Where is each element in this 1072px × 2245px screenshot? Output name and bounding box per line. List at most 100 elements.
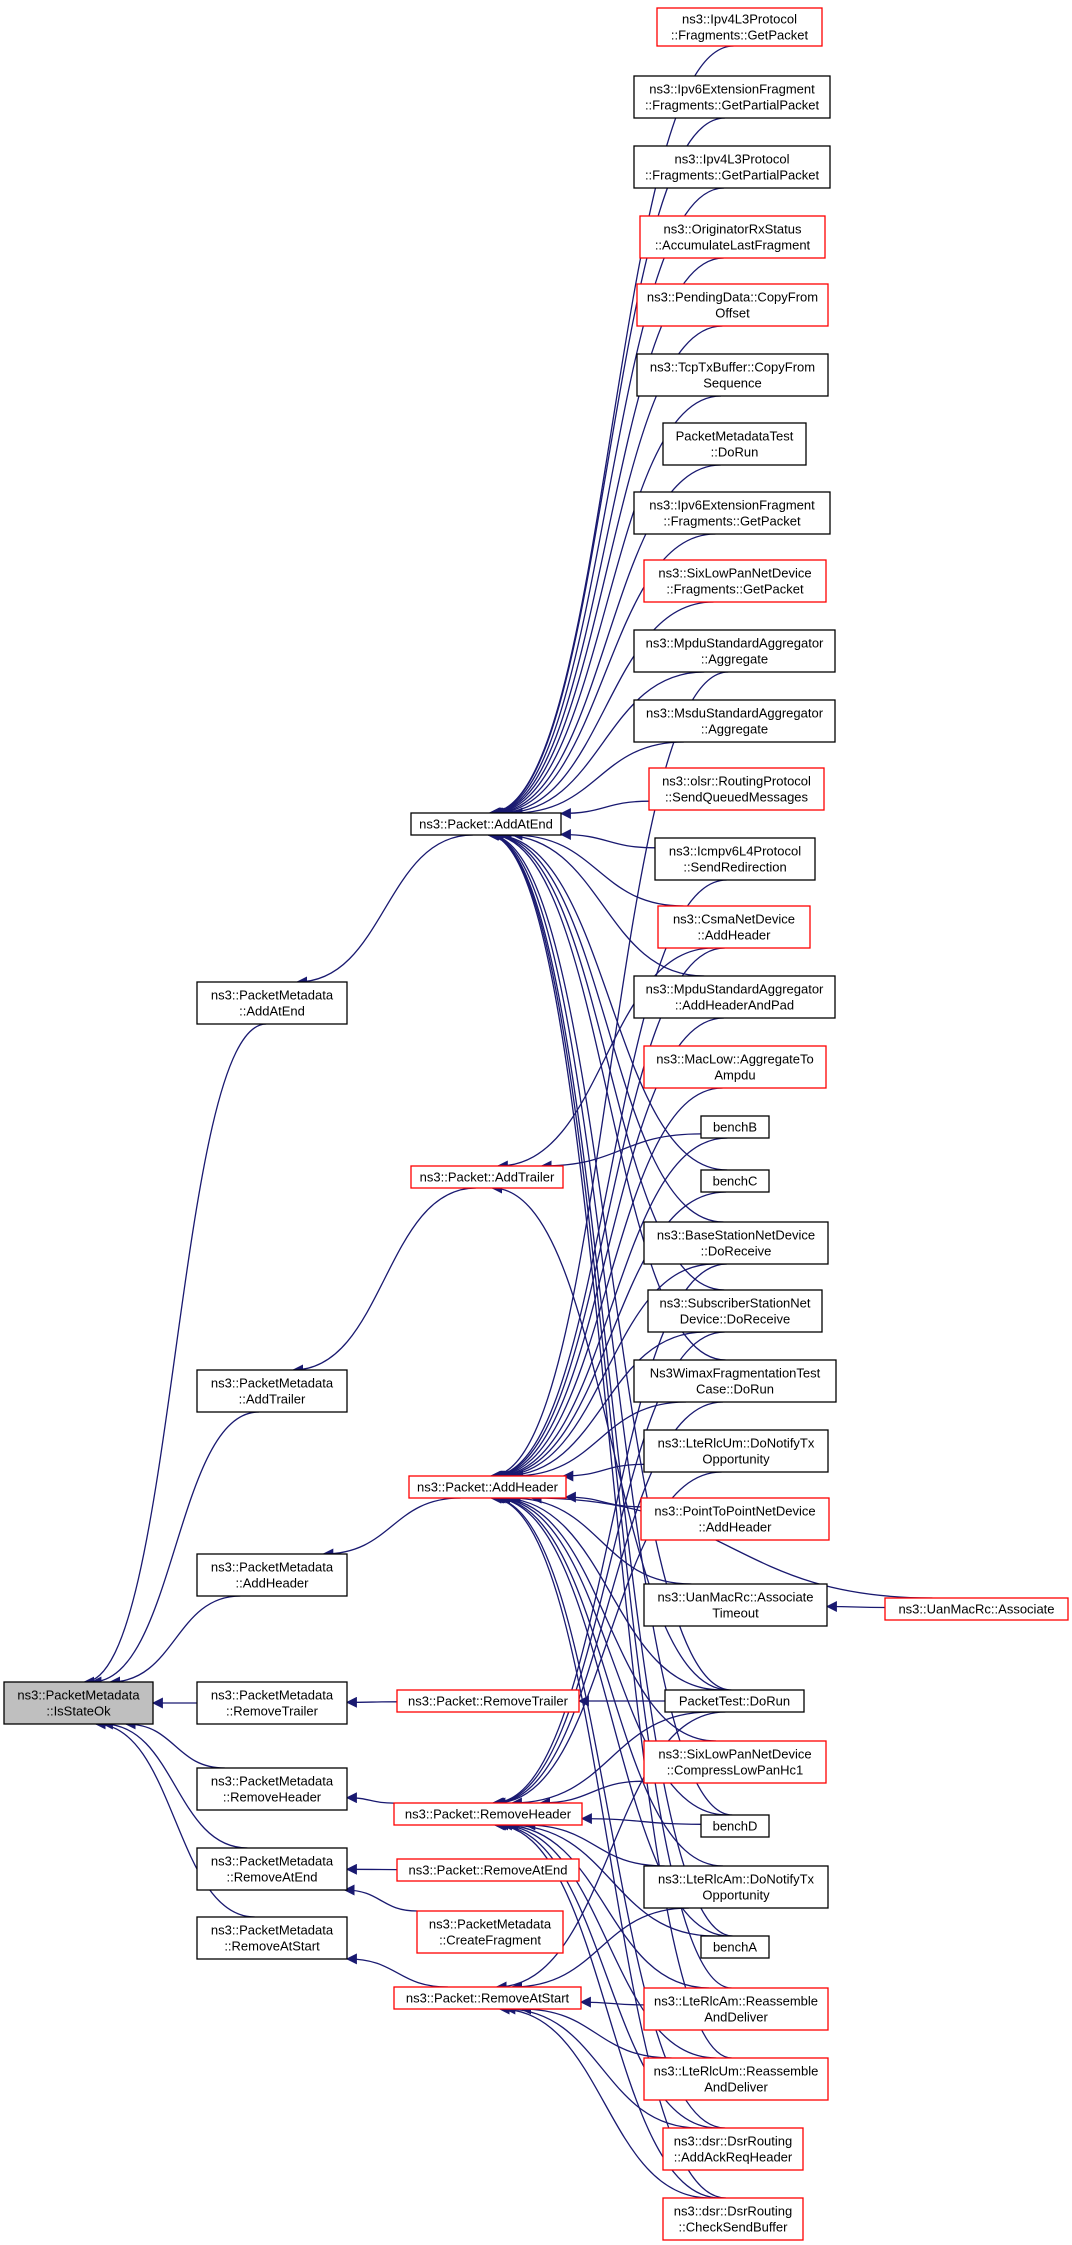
node-c-sixlowpan-getpacket[interactable]: ns3::SixLowPanNetDevice::Fragments::GetP…	[643, 559, 827, 603]
node-label: ns3::UanMacRc::Associate	[898, 1602, 1054, 1617]
node-label: ns3::TcpTxBuffer::CopyFrom	[650, 360, 815, 375]
node-box	[408, 1475, 567, 1499]
node-c-dsr-checksend[interactable]: ns3::dsr::DsrRouting::CheckSendBuffer	[662, 2197, 804, 2241]
call-edge-c_packettest-to-p_removeatstart	[495, 1711, 726, 1993]
node-p-removeatstart[interactable]: ns3::Packet::RemoveAtStart	[393, 1986, 582, 2010]
edge-layer	[83, 45, 933, 2199]
node-c-ipv6ext-getpartial[interactable]: ns3::Ipv6ExtensionFragment::Fragments::G…	[633, 75, 831, 119]
node-pm-createfragment[interactable]: ns3::PacketMetadata::CreateFragment	[416, 1910, 564, 1954]
node-c-benchd[interactable]: benchD	[700, 1814, 770, 1838]
node-label: ns3::MsduStandardAggregator	[646, 706, 824, 721]
node-c-icmpv6[interactable]: ns3::Icmpv6L4Protocol::SendRedirection	[654, 837, 816, 881]
node-box	[633, 1359, 837, 1403]
node-box	[196, 1681, 348, 1725]
node-c-p2p[interactable]: ns3::PointToPointNetDevice::AddHeader	[640, 1497, 830, 1541]
node-c-dsr-ackreq[interactable]: ns3::dsr::DsrRouting::AddAckReqHeader	[662, 2127, 804, 2171]
node-label: ns3::Packet::AddHeader	[417, 1480, 559, 1495]
node-box	[196, 1847, 348, 1891]
node-box	[700, 1935, 770, 1959]
node-box	[662, 2127, 804, 2171]
node-box	[633, 145, 831, 189]
node-c-uanmacrc-assoc[interactable]: ns3::UanMacRc::Associate	[884, 1597, 1069, 1621]
node-c-sixlowpan-compress[interactable]: ns3::SixLowPanNetDevice::CompressLowPanH…	[643, 1740, 827, 1784]
node-label: ::RemoveAtStart	[224, 1939, 320, 1954]
node-c-benchb[interactable]: benchB	[700, 1115, 770, 1139]
node-c-mpdu-addheader[interactable]: ns3::MpduStandardAggregator::AddHeaderAn…	[633, 975, 836, 1019]
node-c-ipv4-getpartial[interactable]: ns3::Ipv4L3Protocol::Fragments::GetParti…	[633, 145, 831, 189]
node-root[interactable]: ns3::PacketMetadata::IsStateOk	[3, 1681, 154, 1725]
node-label: ::AddHeader	[236, 1576, 310, 1591]
node-pm-removeheader[interactable]: ns3::PacketMetadata::RemoveHeader	[196, 1767, 348, 1811]
node-label: ns3::MpduStandardAggregator	[646, 636, 824, 651]
call-edge-c_csma-to-p_addtrailer	[496, 947, 714, 1172]
node-pm-removeatend[interactable]: ns3::PacketMetadata::RemoveAtEnd	[196, 1847, 348, 1891]
node-box	[656, 7, 823, 47]
node-box	[633, 975, 836, 1019]
call-edge-c_subscriber-to-p_addheader	[501, 1331, 706, 1482]
node-p-removetrailer[interactable]: ns3::Packet::RemoveTrailer	[396, 1689, 580, 1713]
node-c-csma[interactable]: ns3::CsmaNetDevice::AddHeader	[657, 905, 811, 949]
node-c-basestation[interactable]: ns3::BaseStationNetDevice::DoReceive	[643, 1221, 829, 1265]
node-c-mpdu-aggregate[interactable]: ns3::MpduStandardAggregator::Aggregate	[633, 629, 836, 673]
node-box	[664, 1689, 805, 1713]
node-label: ::CheckSendBuffer	[679, 2220, 789, 2235]
node-label: ::RemoveAtEnd	[226, 1870, 317, 1885]
node-p-addheader[interactable]: ns3::Packet::AddHeader	[408, 1475, 567, 1499]
call-edge-c_msdu_aggregate-to-p_addatend	[511, 741, 684, 819]
node-label: ns3::dsr::DsrRouting	[674, 2134, 793, 2149]
node-label: ::Fragments::GetPacket	[671, 28, 809, 43]
node-label: ns3::SixLowPanNetDevice	[658, 1747, 811, 1762]
node-c-ipv4-getpacket[interactable]: ns3::Ipv4L3Protocol::Fragments::GetPacke…	[656, 7, 823, 47]
node-c-subscriber[interactable]: ns3::SubscriberStationNetDevice::DoRecei…	[647, 1289, 823, 1333]
node-label: Offset	[715, 306, 750, 321]
node-c-ipv6ext-getpacket[interactable]: ns3::Ipv6ExtensionFragment::Fragments::G…	[633, 491, 831, 535]
node-label: ns3::Packet::AddAtEnd	[419, 817, 553, 832]
node-box	[196, 1767, 348, 1811]
node-label: ::RemoveHeader	[223, 1790, 322, 1805]
node-c-olsr[interactable]: ns3::olsr::RoutingProtocol::SendQueuedMe…	[648, 767, 825, 811]
node-label: ::Fragments::GetPartialPacket	[645, 168, 820, 183]
call-edge-pm_createfragment-to-pm_removeatend	[343, 1884, 418, 1912]
node-label: benchC	[713, 1174, 758, 1189]
node-c-msdu-aggregate[interactable]: ns3::MsduStandardAggregator::Aggregate	[633, 699, 836, 743]
node-label: ns3::SubscriberStationNet	[659, 1296, 810, 1311]
node-label: ns3::MpduStandardAggregator	[646, 982, 824, 997]
node-label: ns3::Icmpv6L4Protocol	[669, 844, 801, 859]
node-c-packettest[interactable]: PacketTest::DoRun	[664, 1689, 805, 1713]
node-pm-addheader[interactable]: ns3::PacketMetadata::AddHeader	[196, 1553, 348, 1597]
node-label: ::CreateFragment	[439, 1933, 541, 1948]
node-pm-addtrailer[interactable]: ns3::PacketMetadata::AddTrailer	[196, 1369, 348, 1413]
call-edge-c_pendingdata-to-p_addatend	[490, 325, 723, 819]
node-label: Case::DoRun	[696, 1382, 774, 1397]
node-p-addtrailer[interactable]: ns3::Packet::AddTrailer	[410, 1165, 564, 1189]
node-label: benchA	[713, 1940, 757, 1955]
node-p-removeheader[interactable]: ns3::Packet::RemoveHeader	[393, 1802, 583, 1826]
node-pm-removeatstart[interactable]: ns3::PacketMetadata::RemoveAtStart	[196, 1916, 348, 1960]
call-edge-c_lterlcum_tx-to-p_addheader	[562, 1463, 645, 1482]
call-edge-c_p2p-to-p_addheader	[564, 1491, 642, 1508]
node-label: ns3::PacketMetadata	[211, 1376, 334, 1391]
node-box	[643, 559, 827, 603]
node-pm-addatend[interactable]: ns3::PacketMetadata::AddAtEnd	[196, 981, 348, 1025]
call-edge-c_uanmacrc_assoc-to-p_addheader	[530, 1492, 933, 1599]
node-c-pmtest[interactable]: PacketMetadataTest::DoRun	[662, 422, 807, 466]
node-box	[633, 629, 836, 673]
node-label: ns3::BaseStationNetDevice	[657, 1228, 815, 1243]
node-pm-removetrailer[interactable]: ns3::PacketMetadata::RemoveTrailer	[196, 1681, 348, 1725]
node-p-removeatend[interactable]: ns3::Packet::RemoveAtEnd	[396, 1858, 580, 1882]
node-p-addatend[interactable]: ns3::Packet::AddAtEnd	[410, 812, 562, 836]
node-label: Sequence	[703, 376, 762, 391]
node-c-benchc[interactable]: benchC	[700, 1169, 770, 1193]
node-c-originator[interactable]: ns3::OriginatorRxStatus::AccumulateLastF…	[639, 215, 826, 259]
call-edge-c_tcptxbuffer-to-p_addatend	[490, 395, 722, 819]
node-c-bencha[interactable]: benchA	[700, 1935, 770, 1959]
